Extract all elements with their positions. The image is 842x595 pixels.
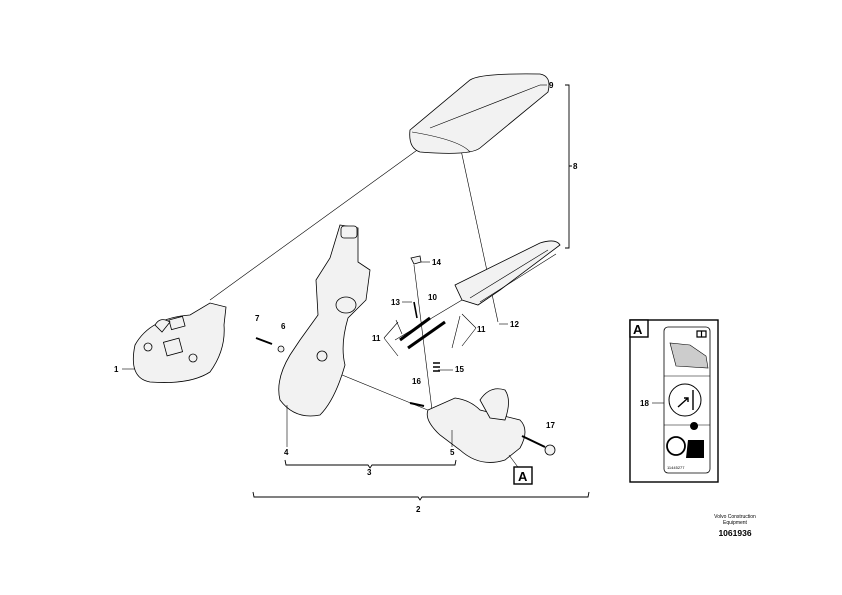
callout-5: 5: [450, 448, 455, 457]
callout-14: 14: [432, 258, 441, 267]
actuator-assembly: [426, 397, 526, 463]
callout-11-right: 11: [477, 325, 486, 334]
brand-line-2: Equipment: [723, 520, 748, 526]
callout-10: 10: [428, 293, 437, 302]
armrest-pad: [409, 73, 550, 154]
operator-icon: [686, 422, 704, 458]
callout-4: 4: [284, 448, 289, 457]
callout-8: 8: [573, 162, 578, 171]
callout-15: 15: [455, 365, 464, 374]
callout-9: 9: [549, 81, 554, 90]
svg-text:A: A: [518, 469, 528, 484]
title-block: Volvo Construction Equipment 1061936: [714, 514, 756, 538]
manual-book-icon: [696, 330, 707, 338]
machine-icon: [669, 342, 709, 369]
callout-1: 1: [114, 365, 119, 374]
callout-7: 7: [255, 314, 260, 323]
inset-title: A: [633, 322, 643, 337]
callout-12: 12: [510, 320, 519, 329]
callout-2: 2: [416, 505, 421, 514]
view-marker-a: A: [513, 466, 533, 485]
brand-line-1: Volvo Construction: [714, 514, 756, 520]
callout-18: 18: [640, 399, 649, 408]
callout-6: 6: [281, 322, 286, 331]
armrest-rail: [454, 240, 561, 306]
drawing-number: 1061936: [718, 528, 751, 538]
callout-17: 17: [546, 421, 555, 430]
callout-13: 13: [391, 298, 400, 307]
knob: [544, 444, 556, 456]
callout-16: 16: [412, 377, 421, 386]
mounting-bracket: [278, 224, 371, 417]
decal-number: 11445277: [667, 465, 685, 470]
detail-inset-a: A 11445277 18: [629, 319, 719, 483]
callout-11-left: 11: [372, 334, 381, 343]
callout-3: 3: [367, 468, 372, 477]
